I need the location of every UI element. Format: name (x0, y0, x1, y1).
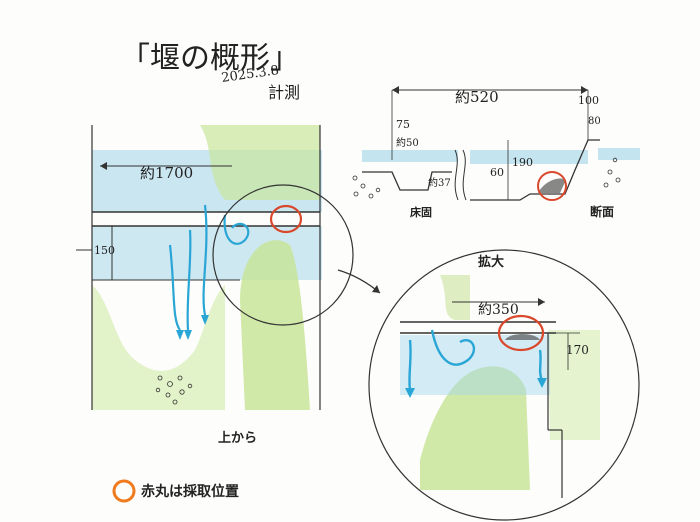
section-dim-100: 100 (578, 94, 599, 107)
zoom-grass-right (548, 330, 600, 440)
section-dim-60: 60 (490, 166, 504, 179)
section-dim-80: 80 (588, 116, 601, 127)
section-dim-190: 190 (512, 156, 533, 169)
plan-zoom-circle (212, 184, 354, 326)
zoom-dim-170: 170 (566, 343, 589, 357)
zoom-grass-island (420, 366, 530, 490)
section-floor-label: 床固 (410, 205, 432, 219)
zoom-flow-arrows (408, 329, 544, 391)
zoom-pointer-arrowhead (372, 285, 380, 293)
section-dim-520-right (581, 86, 588, 94)
section-view: 約520 75 約50 約37 60 190 100 80 床固 断面 (352, 86, 640, 219)
legend: 赤丸は採取位置 (112, 479, 239, 503)
plan-flow-arrowheads (176, 315, 209, 340)
plan-dim-arrow-left (100, 162, 107, 170)
zoom-caption: 拡大 (478, 254, 504, 270)
section-caption: 断面 (590, 204, 614, 219)
zoom-water (400, 335, 550, 395)
legend-circle-icon (112, 479, 136, 503)
section-sediment (538, 178, 566, 193)
plan-dim-1700: 約1700 (140, 164, 193, 182)
zoom-flow-arrowheads (405, 378, 547, 398)
zoom-view: 約350 170 拡大 (368, 249, 640, 521)
zoom-sediment (505, 334, 540, 340)
plan-view: 約1700 150 上から (76, 125, 354, 446)
plan-grass-upper-right (200, 125, 320, 200)
plan-dim-150: 150 (94, 244, 115, 257)
legend-text: 赤丸は採取位置 (141, 483, 239, 500)
section-stones (352, 157, 621, 199)
zoom-sample-circle (497, 314, 545, 352)
section-water-right (598, 148, 640, 160)
zoom-dim-350: 約350 (478, 302, 519, 318)
section-profile-left (362, 171, 452, 191)
sketch-title: 「堰の概形」 (120, 41, 300, 76)
section-dim-75: 75 (396, 118, 410, 131)
plan-grass-lower-left (92, 285, 225, 410)
sketch-author: 計測 (268, 83, 300, 102)
section-water-left (362, 150, 458, 162)
plan-sample-circle (269, 204, 303, 234)
plan-stones (155, 375, 193, 405)
section-water-mid (470, 150, 588, 164)
zoom-dim-350-arrow (538, 298, 545, 306)
section-dim-37: 約37 (428, 176, 451, 189)
plan-flow-arrows (168, 204, 250, 331)
section-sample-circle (537, 171, 567, 201)
section-break-1 (454, 149, 459, 201)
section-dim-50: 約50 (396, 136, 419, 149)
section-dim-520: 約520 (455, 88, 499, 106)
section-dim-520-left (392, 86, 399, 94)
zoom-grass-top (440, 275, 470, 320)
plan-caption: 上から (218, 431, 257, 446)
section-break-2 (462, 149, 467, 201)
zoom-outline-circle (368, 249, 640, 521)
